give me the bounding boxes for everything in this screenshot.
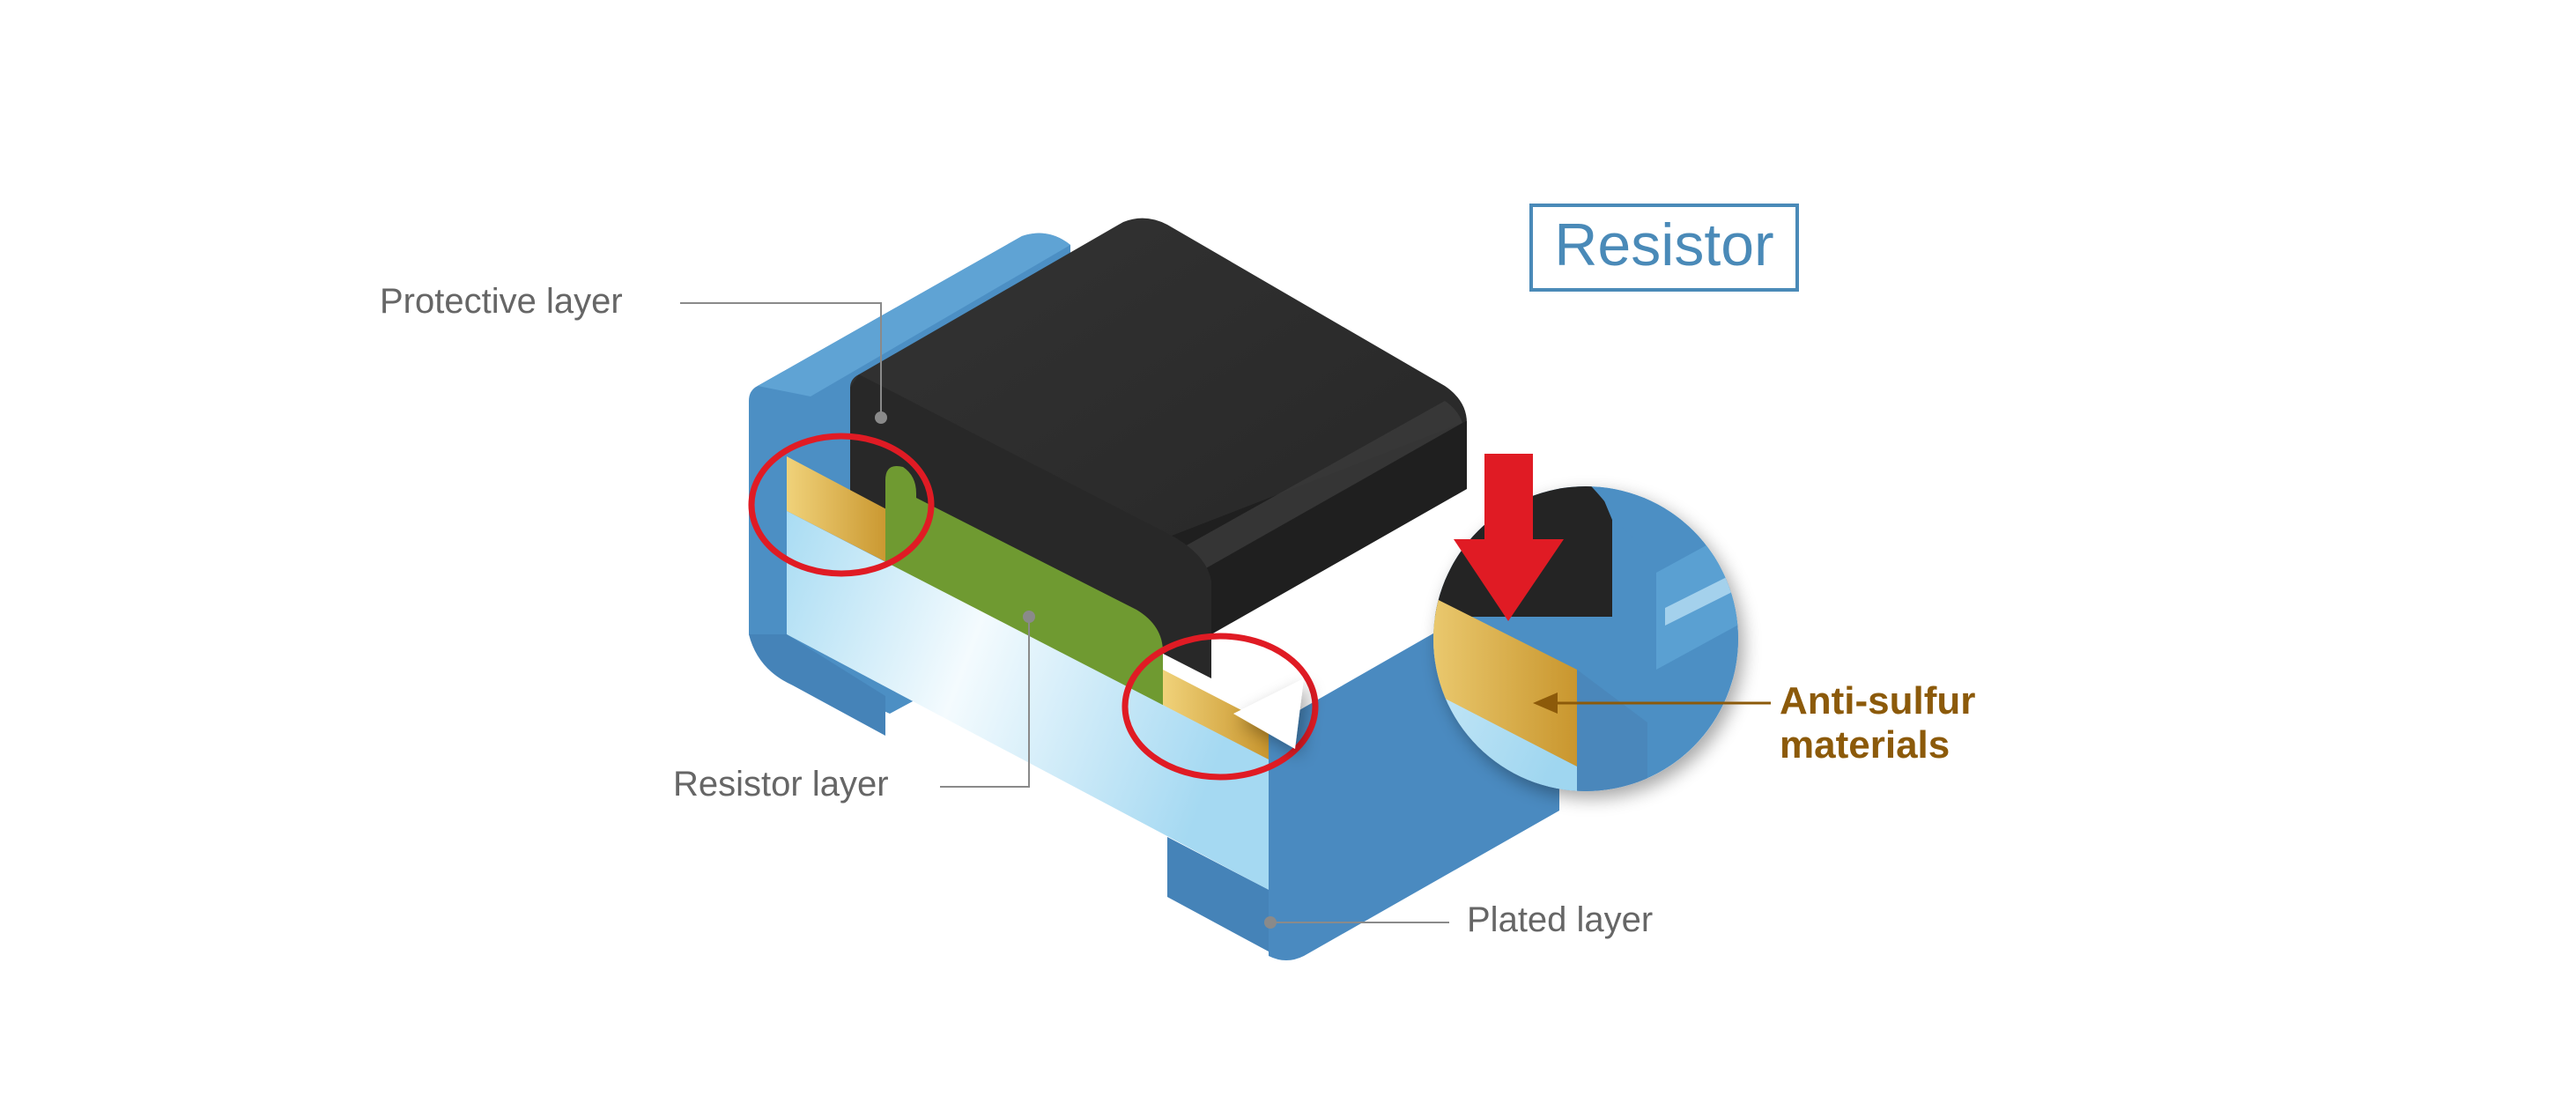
protective-layer-label: Protective layer (380, 282, 623, 321)
page-title: Resistor (1554, 211, 1773, 278)
ceramic-substrate (787, 511, 1269, 890)
anti-sulfur-leader (1533, 693, 1771, 714)
zoom-pointer (1233, 678, 1304, 749)
anti-sulfur-layer (1433, 583, 1577, 767)
left-highlight-circle (748, 433, 935, 577)
pressure-arrow-icon (1454, 454, 1564, 621)
resistor-body (749, 218, 1559, 960)
left-plated-cap-bottom (749, 634, 885, 736)
anti-sulfur-label-line2: materials (1780, 723, 1950, 767)
right-plated-cap-bottom (1167, 837, 1269, 952)
resistor-layer-label: Resistor layer (673, 765, 889, 804)
arrowhead-icon (1533, 693, 1558, 714)
right-highlight-circle (1121, 633, 1319, 781)
resistor-leader (940, 617, 1030, 788)
title-box: Resistor (1529, 204, 1799, 292)
anti-sulfur-label-line1: Anti-sulfur (1780, 679, 1975, 722)
leader-dots (875, 411, 1277, 929)
protective-layer-front-edge (1172, 421, 1467, 634)
resistor-layer-shape (885, 466, 1163, 714)
protective-leader (680, 302, 882, 418)
left-plated-cap-top-highlight (758, 233, 1070, 396)
protective-layer-highlight (1185, 401, 1462, 573)
right-electrode (1163, 670, 1269, 767)
leader-lines (680, 302, 1449, 923)
plated-layer-label: Plated layer (1467, 900, 1653, 939)
left-electrode (787, 456, 890, 564)
